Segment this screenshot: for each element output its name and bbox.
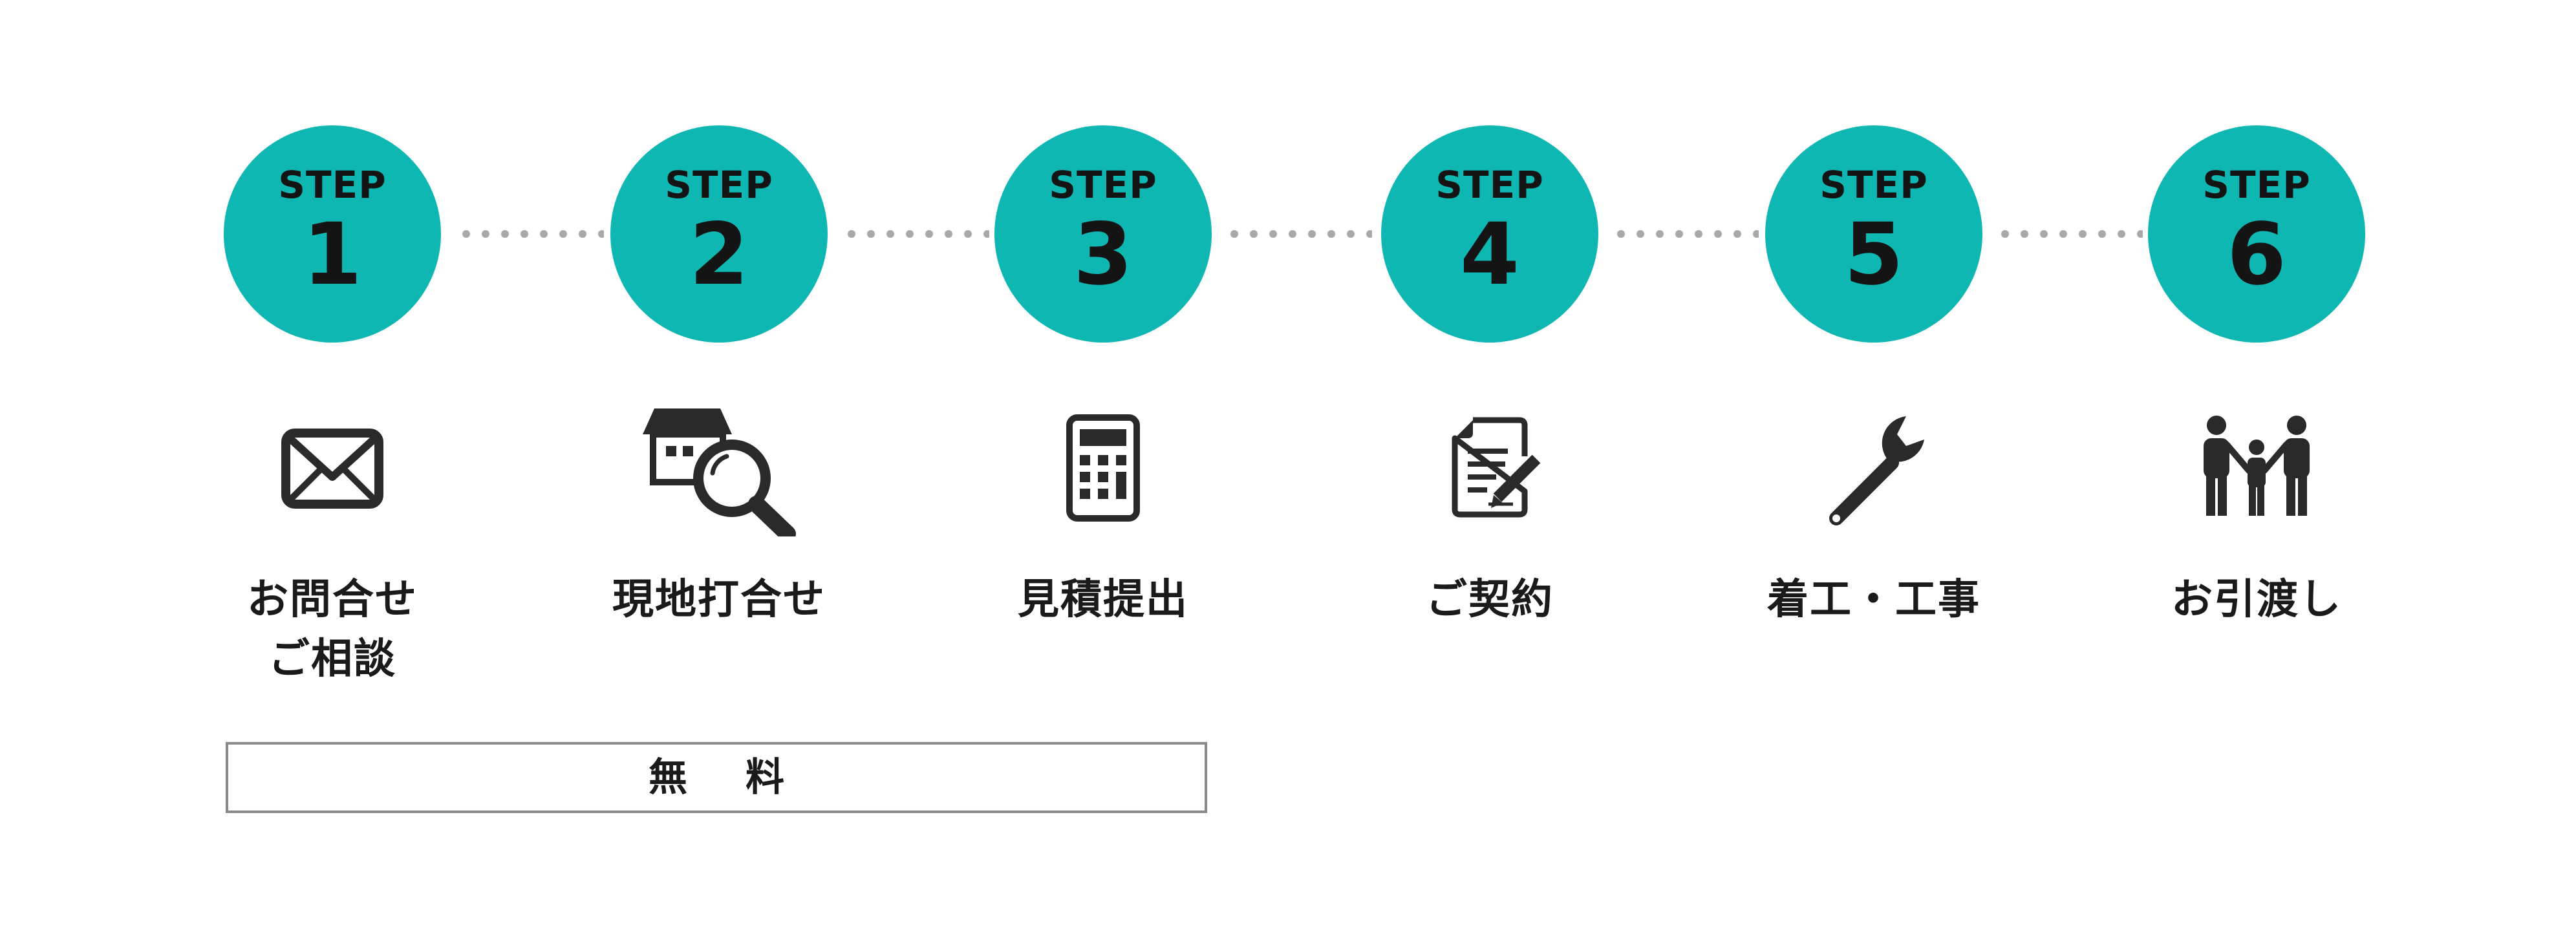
step-label: お引渡し [2063,570,2451,630]
step-circle: STEP 2 [610,125,828,343]
connector-dots-4-5 [1611,230,1759,238]
step-label-line: ご契約 [1426,576,1554,624]
step-label-line: お引渡し [2171,576,2342,624]
step-number: 1 [303,205,362,304]
connector-dots-5-6 [1995,230,2143,238]
step-word: STEP [665,163,773,207]
step-circle: STEP 1 [224,125,441,343]
step-number: 5 [1844,205,1904,304]
step-number: 2 [689,205,749,304]
contract-icon [1425,401,1554,536]
step-label-line: ご相談 [268,635,396,683]
step-label-line: 現地打合せ [612,576,826,624]
step-label-line: 着工・工事 [1767,576,1980,624]
family-icon [2192,401,2321,536]
step-circle: STEP 5 [1765,125,1982,343]
step-word: STEP [1435,163,1544,207]
step-word: STEP [278,163,387,207]
calculator-icon [1038,401,1168,536]
wrench-icon [1809,401,1938,536]
step-word: STEP [2202,163,2311,207]
step-circle: STEP 6 [2148,125,2365,343]
step-label: お問合せ ご相談 [138,570,526,689]
step-label: ご契約 [1296,570,1684,630]
step-word: STEP [1049,163,1157,207]
envelope-icon [268,401,397,536]
step-number: 3 [1073,205,1133,304]
step-number: 6 [2227,205,2286,304]
free-banner: 無料 [226,742,1207,813]
step-label-line: お問合せ [247,576,418,624]
step-word: STEP [1819,163,1928,207]
step-label-line: 見積提出 [1018,576,1188,624]
step-number: 4 [1460,205,1519,304]
connector-dots-2-3 [842,230,989,238]
step-circle: STEP 3 [994,125,1212,343]
step-label: 現地打合せ [525,570,913,630]
connector-dots-1-2 [456,230,604,238]
step-circle: STEP 4 [1381,125,1598,343]
step-label: 着工・工事 [1680,570,2068,630]
step-label: 見積提出 [909,570,1297,630]
free-label: 無料 [649,755,843,800]
house-search-icon [635,401,803,536]
connector-dots-3-4 [1225,230,1372,238]
